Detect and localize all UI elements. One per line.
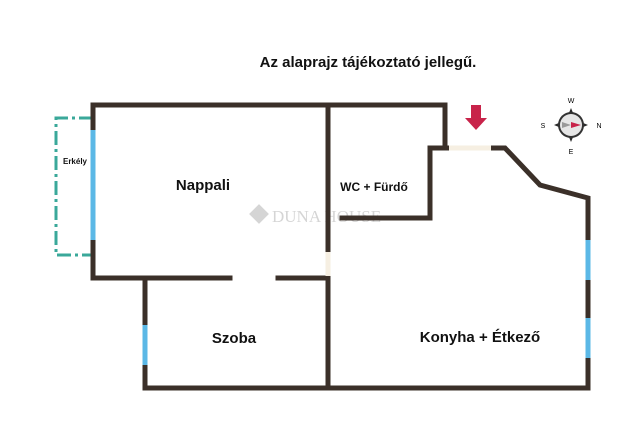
entrance-arrow-icon xyxy=(465,105,487,130)
room-erkely: Erkély xyxy=(63,157,88,166)
windows xyxy=(90,130,591,365)
room-wc: WC + Fürdő xyxy=(340,180,408,194)
room-szoba: Szoba xyxy=(212,330,257,347)
room-nappali: Nappali xyxy=(176,177,230,194)
walls xyxy=(90,102,591,391)
room-konyha: Konyha + Étkező xyxy=(420,329,540,346)
svg-text:W: W xyxy=(568,98,575,105)
svg-text:E: E xyxy=(569,149,574,156)
plan-title: Az alaprajz tájékoztató jellegű. xyxy=(260,54,477,71)
watermark: DUNA HOUSE xyxy=(249,204,381,226)
balcony-outline xyxy=(54,116,93,257)
compass-icon: W N E S xyxy=(541,98,602,156)
svg-text:N: N xyxy=(596,123,601,130)
svg-text:S: S xyxy=(541,123,546,130)
